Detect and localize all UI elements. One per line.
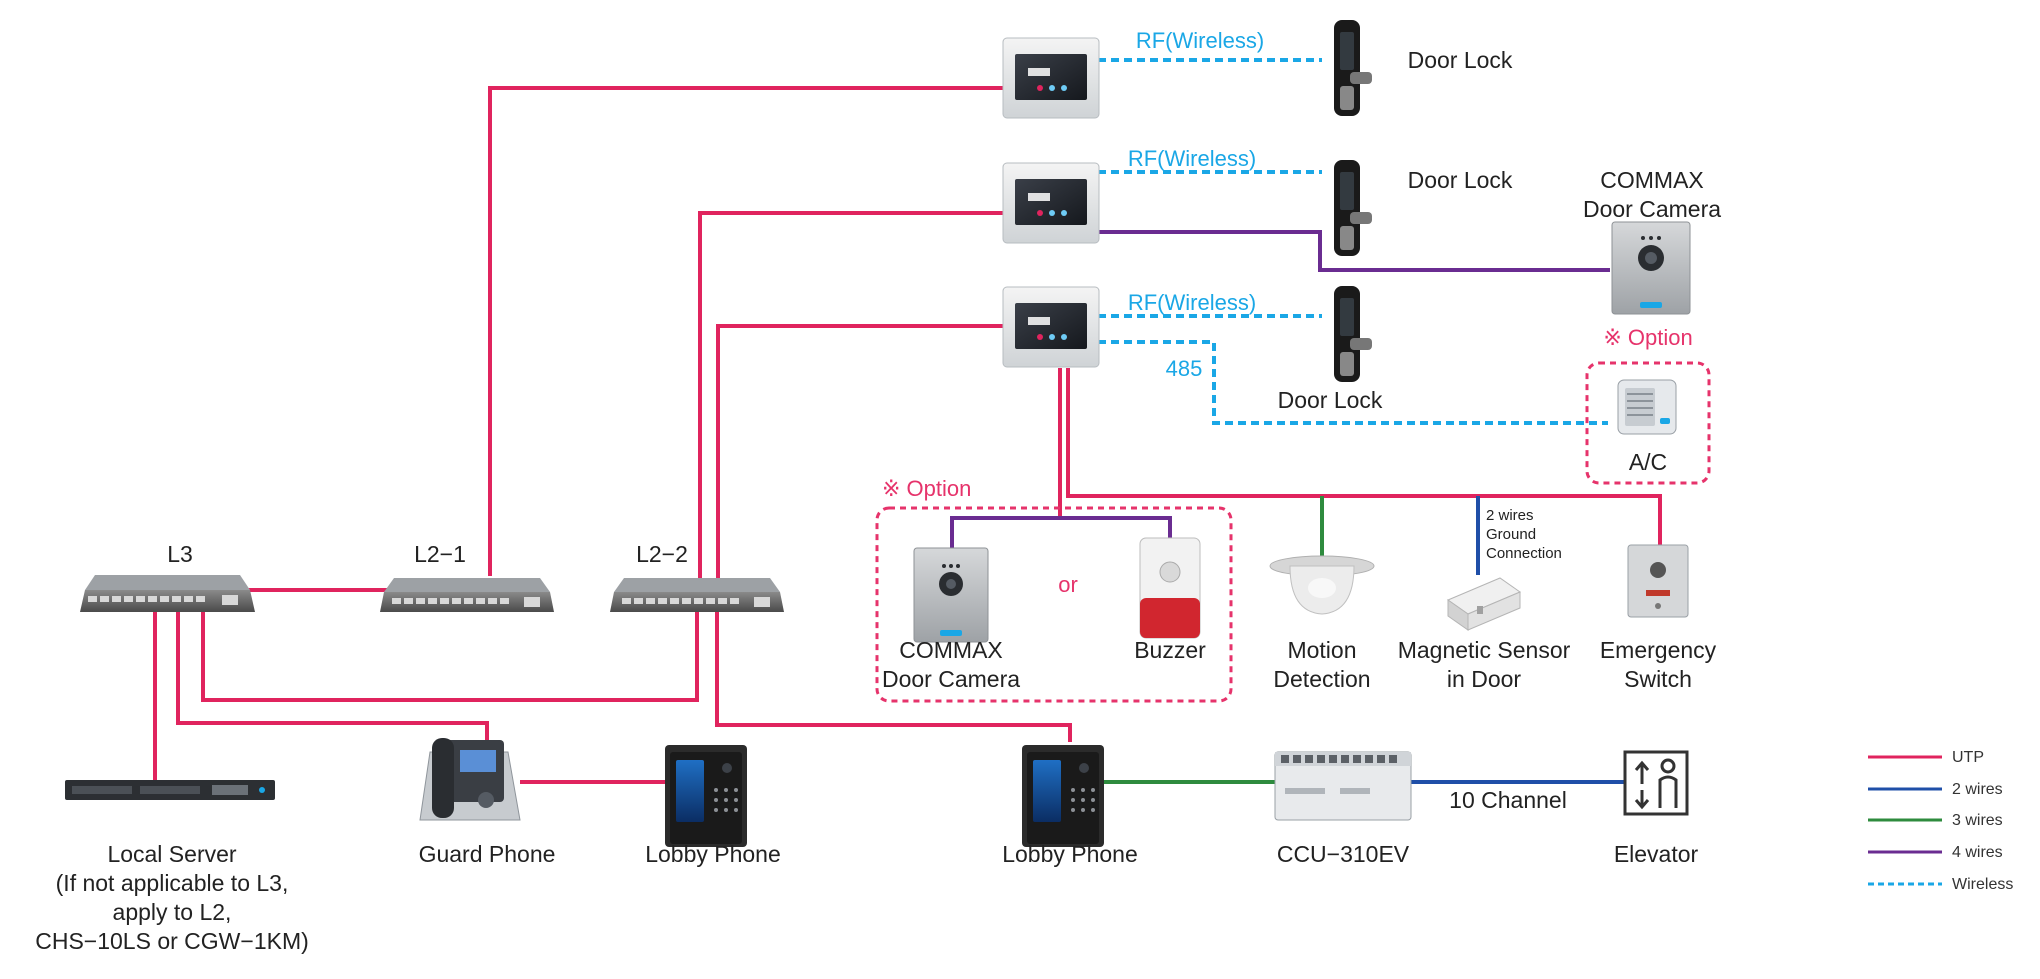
emergency-switch-icon [1627,544,1689,618]
legend: UTP 2 wires 3 wires 4 wires Wireless [1868,749,2013,893]
video-monitor-1-icon [1002,37,1100,119]
two-wires-note-3: Connection [1486,545,1562,562]
four-wire-lines [950,230,1610,548]
guard-phone-label: Guard Phone [419,841,556,867]
magnetic-label-1: Magnetic Sensor [1398,637,1571,663]
server-label-4: CHS−10LS or CGW−1KM) [35,928,309,954]
lobby-phone-1-icon [665,745,747,847]
two-wire-lines [1410,496,1625,784]
rf-label-3: RF(Wireless) [1128,290,1256,315]
rf-label-1: RF(Wireless) [1136,28,1264,53]
door-camera-left-label-1: COMMAX [899,637,1003,663]
door-camera-right-icon [1611,221,1691,315]
door-camera-left-icon [913,547,989,643]
guard-phone-icon [419,738,521,821]
utp-l2-1-to-monitor-1 [488,86,1003,576]
buzzer-icon [1139,537,1201,639]
video-monitor-2-icon [1002,162,1100,244]
option-right-label: ※ Option [1603,325,1692,350]
lobby-phone-2-icon [1022,745,1104,847]
three-wire-lines [1092,496,1324,784]
magnetic-label-2: in Door [1447,666,1521,692]
motion-sensor-icon [1269,555,1375,615]
door-lock-2-icon [1334,160,1372,256]
ccu-controller-icon [1274,751,1412,821]
utp-l3-to-guard-phone [176,612,489,742]
motion-label-2: Detection [1273,666,1370,692]
magnetic-sensor-icon [1446,577,1522,631]
server-label-3: apply to L2, [113,899,232,925]
lobby-phone-label-2: Lobby Phone [1002,841,1138,867]
utp-l3-to-l2-2 [201,612,699,702]
ac-label: A/C [1629,449,1667,475]
legend-label-wireless: Wireless [1952,876,2013,893]
option-box-left [875,506,1233,703]
utp-l2-2-to-monitor-3 [716,324,1003,578]
legend-label-4-wires: 4 wires [1952,844,2003,861]
rs485-label: 485 [1166,356,1203,381]
rf-label-2: RF(Wireless) [1128,146,1256,171]
door-lock-1-icon [1334,20,1372,116]
legend-label-3-wires: 3 wires [1952,812,2003,829]
utp-lines [153,86,1662,784]
door-lock-label-2: Door Lock [1408,167,1513,193]
diagram-labels: L3 L2−1 L2−2 RF(Wireless) RF(Wireless) R… [35,28,1721,954]
l3-switch-icon [80,575,255,612]
four-wire-option-camera-buzzer [950,516,1172,548]
l2-2-switch-icon [610,578,784,612]
server-label-2: (If not applicable to L3, [56,870,289,896]
utp-monitor-3-to-sensors [1066,368,1662,545]
door-camera-left-label-2: Door Camera [882,666,1020,692]
door-lock-label-1: Door Lock [1408,47,1513,73]
door-lock-label-3: Door Lock [1278,387,1383,413]
emergency-label-2: Switch [1624,666,1692,692]
door-camera-right-label-2: Door Camera [1583,196,1721,222]
air-conditioner-icon [1617,379,1677,435]
or-label: or [1058,572,1078,597]
elevator-label: Elevator [1614,841,1699,867]
two-wires-note-2: Ground [1486,526,1536,543]
elevator-icon [1623,750,1689,816]
l3-label: L3 [167,541,193,567]
emergency-label-1: Emergency [1600,637,1717,663]
server-label-1: Local Server [107,841,236,867]
ccu-label: CCU−310EV [1277,841,1410,867]
option-box-right [1585,361,1711,485]
legend-label-utp: UTP [1952,749,1984,766]
legend-label-2-wires: 2 wires [1952,781,2003,798]
buzzer-label: Buzzer [1134,637,1206,663]
l2-2-label: L2−2 [636,541,688,567]
door-camera-right-label-1: COMMAX [1600,167,1704,193]
video-monitor-3-icon [1002,286,1100,368]
four-wire-monitor-2-to-camera [1098,230,1610,272]
option-left-label: ※ Option [882,476,971,501]
motion-label-1: Motion [1287,637,1356,663]
wireless-lines [1098,58,1608,425]
local-server-icon [65,780,275,800]
two-wires-note-1: 2 wires [1486,507,1534,524]
utp-l2-2-to-monitor-2 [698,211,1003,578]
door-lock-3-icon [1334,286,1372,382]
l2-1-switch-icon [380,578,554,612]
rs485-monitor-3-to-ac [1098,340,1608,425]
ten-channel-label: 10 Channel [1449,787,1567,813]
lobby-phone-label-1: Lobby Phone [645,841,781,867]
utp-l2-2-to-lobby-phone-2 [715,612,1072,742]
l2-1-label: L2−1 [414,541,466,567]
